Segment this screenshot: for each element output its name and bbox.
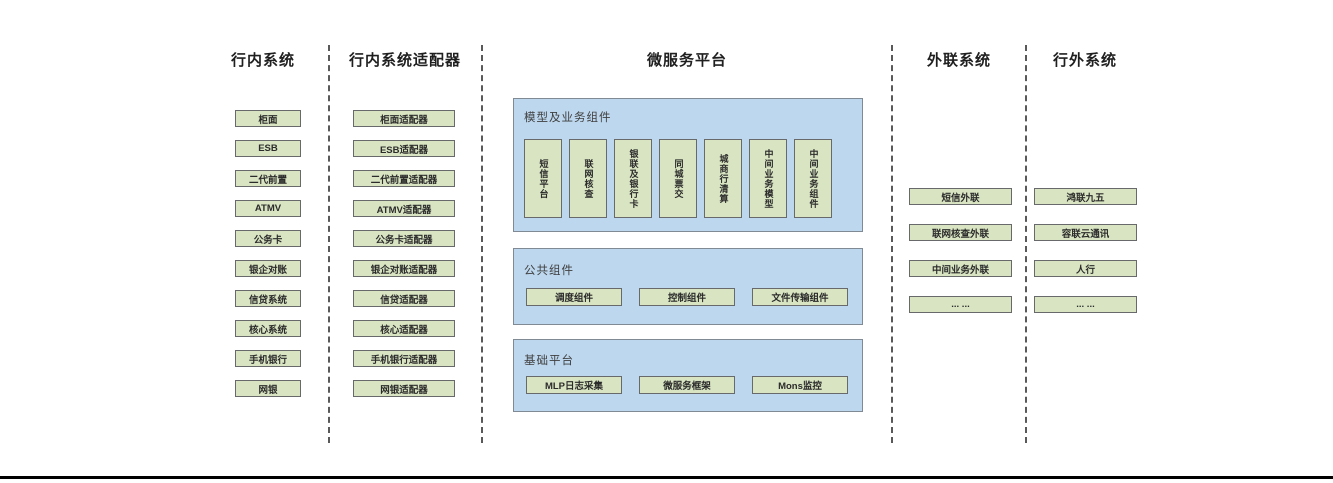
adapter-box: 信贷适配器 <box>353 290 455 307</box>
component-label: 银联及银行卡 <box>628 148 639 209</box>
component-box: 中间业务模型 <box>749 139 787 218</box>
component-box: 调度组件 <box>526 288 622 306</box>
component-box: 微服务框架 <box>639 376 735 394</box>
component-box: 城商行清算 <box>704 139 742 218</box>
system-box: 二代前置 <box>235 170 301 187</box>
adapter-box: 二代前置适配器 <box>353 170 455 187</box>
out-of-bank-system-box: 鸿联九五 <box>1034 188 1137 205</box>
divider-3 <box>891 45 893 443</box>
base-items: MLP日志采集 微服务框架 Mons监控 <box>526 376 848 394</box>
group-model-business-components: 模型及业务组件 短信平台 联网核查 银联及银行卡 同城票交 城商行清算 中间业务… <box>513 98 863 232</box>
bottom-rule <box>0 476 1333 479</box>
in-bank-adapters-list: 柜面适配器 ESB适配器 二代前置适配器 ATMV适配器 公务卡适配器 银企对账… <box>353 110 455 397</box>
component-box: MLP日志采集 <box>526 376 622 394</box>
system-box: 柜面 <box>235 110 301 127</box>
external-system-box: ... ... <box>909 296 1012 313</box>
component-label: 短信平台 <box>538 158 549 199</box>
adapter-box: 银企对账适配器 <box>353 260 455 277</box>
system-box: 网银 <box>235 380 301 397</box>
component-box: 控制组件 <box>639 288 735 306</box>
component-label: 城商行清算 <box>718 153 729 204</box>
external-system-box: 中间业务外联 <box>909 260 1012 277</box>
header-in-bank-adapters: 行内系统适配器 <box>348 52 461 69</box>
adapter-box: 核心适配器 <box>353 320 455 337</box>
component-box: 同城票交 <box>659 139 697 218</box>
external-system-box: 短信外联 <box>909 188 1012 205</box>
adapter-box: 公务卡适配器 <box>353 230 455 247</box>
in-bank-systems-list: 柜面 ESB 二代前置 ATMV 公务卡 银企对账 信贷系统 核心系统 手机银行… <box>235 110 301 397</box>
divider-4 <box>1025 45 1027 443</box>
group-label: 模型及业务组件 <box>524 112 612 124</box>
header-out-of-bank-systems: 行外系统 <box>1052 52 1117 69</box>
out-of-bank-system-box: ... ... <box>1034 296 1137 313</box>
adapter-box: ESB适配器 <box>353 140 455 157</box>
out-of-bank-system-box: 容联云通讯 <box>1034 224 1137 241</box>
external-system-box: 联网核查外联 <box>909 224 1012 241</box>
out-of-bank-systems-list: 鸿联九五 容联云通讯 人行 ... ... <box>1034 188 1137 313</box>
system-box: 手机银行 <box>235 350 301 367</box>
out-of-bank-system-box: 人行 <box>1034 260 1137 277</box>
component-box: 文件传输组件 <box>752 288 848 306</box>
component-box: Mons监控 <box>752 376 848 394</box>
adapter-box: 手机银行适配器 <box>353 350 455 367</box>
group-label: 公共组件 <box>524 265 574 277</box>
component-label: 中间业务模型 <box>763 148 774 209</box>
common-items: 调度组件 控制组件 文件传输组件 <box>526 288 848 306</box>
adapter-box: 网银适配器 <box>353 380 455 397</box>
system-box: ATMV <box>235 200 301 217</box>
component-label: 联网核查 <box>583 158 594 199</box>
component-label: 中间业务组件 <box>808 148 819 209</box>
system-box: 核心系统 <box>235 320 301 337</box>
group-base-platform: 基础平台 MLP日志采集 微服务框架 Mons监控 <box>513 339 863 412</box>
system-box: 公务卡 <box>235 230 301 247</box>
divider-2 <box>481 45 483 443</box>
system-box: 信贷系统 <box>235 290 301 307</box>
header-in-bank-systems: 行内系统 <box>230 52 295 69</box>
system-box: 银企对账 <box>235 260 301 277</box>
adapter-box: ATMV适配器 <box>353 200 455 217</box>
component-box: 短信平台 <box>524 139 562 218</box>
group-label: 基础平台 <box>524 355 574 367</box>
system-box: ESB <box>235 140 301 157</box>
component-label: 同城票交 <box>673 158 684 199</box>
adapter-box: 柜面适配器 <box>353 110 455 127</box>
model-business-items: 短信平台 联网核查 银联及银行卡 同城票交 城商行清算 中间业务模型 中间业务组… <box>524 139 832 218</box>
header-external-link-systems: 外联系统 <box>926 52 991 69</box>
component-box: 联网核查 <box>569 139 607 218</box>
component-box: 银联及银行卡 <box>614 139 652 218</box>
divider-1 <box>328 45 330 443</box>
header-microservice-platform: 微服务平台 <box>646 52 727 69</box>
group-common-components: 公共组件 调度组件 控制组件 文件传输组件 <box>513 248 863 325</box>
component-box: 中间业务组件 <box>794 139 832 218</box>
external-link-systems-list: 短信外联 联网核查外联 中间业务外联 ... ... <box>909 188 1012 313</box>
